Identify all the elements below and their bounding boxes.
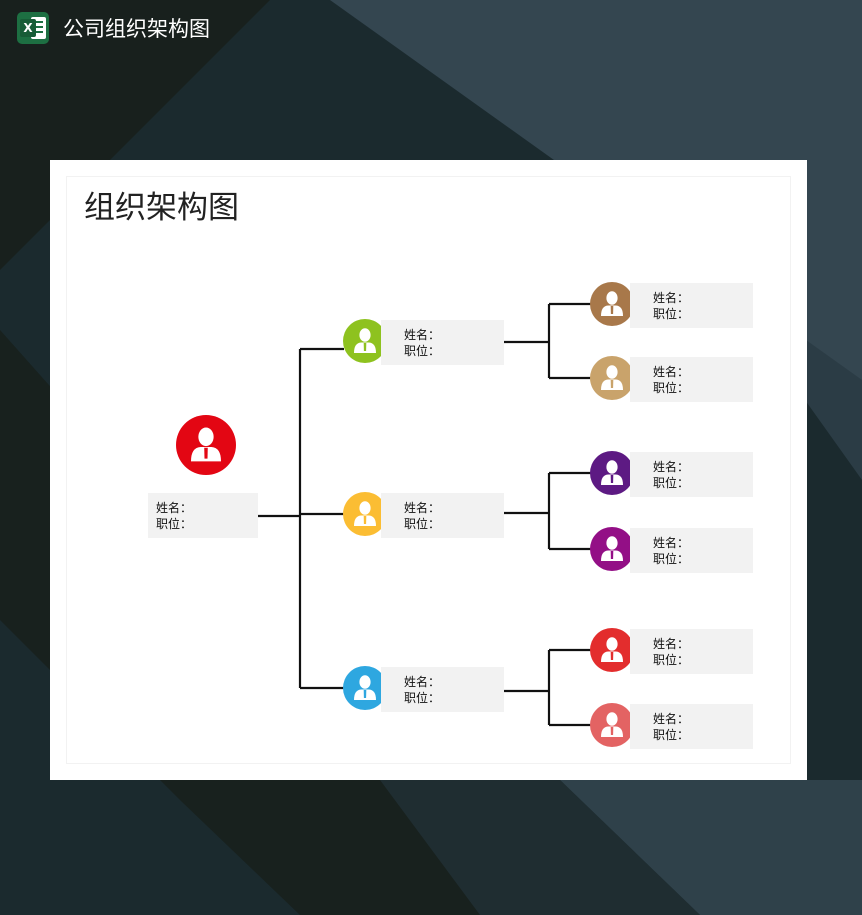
avatar-icon	[343, 666, 387, 710]
staff-info-box: 姓名：职位：	[630, 528, 753, 573]
root-info-box: 姓名：职位：	[148, 493, 258, 538]
title-label: 职位：	[404, 690, 441, 705]
excel-icon: X	[17, 12, 49, 44]
staff-info-box: 姓名：职位：	[630, 704, 753, 749]
avatar-icon	[343, 319, 387, 363]
name-label: 姓名：	[653, 290, 690, 305]
staff-info-box: 姓名：职位：	[630, 629, 753, 674]
app-header: X 公司组织架构图	[0, 0, 862, 58]
title-label: 职位：	[653, 380, 690, 395]
manager-info-box: 姓名：职位：	[381, 493, 504, 538]
manager-info-box: 姓名：职位：	[381, 667, 504, 712]
name-label: 姓名：	[404, 500, 441, 515]
staff-info-box: 姓名：职位：	[630, 283, 753, 328]
avatar-icon	[590, 451, 634, 495]
avatar-icon	[343, 492, 387, 536]
avatar-icon	[590, 282, 634, 326]
avatar-icon	[590, 703, 634, 747]
staff-info-box: 姓名：职位：	[630, 357, 753, 402]
manager-info-box: 姓名：职位：	[381, 320, 504, 365]
title-label: 职位：	[653, 475, 690, 490]
chart-title: 组织架构图	[84, 190, 239, 226]
name-label: 姓名：	[404, 327, 441, 342]
name-label: 姓名：	[653, 364, 690, 379]
staff-info-box: 姓名：职位：	[630, 452, 753, 497]
name-label: 姓名：	[404, 674, 441, 689]
title-label: 职位：	[653, 551, 690, 566]
avatar-icon	[590, 527, 634, 571]
sheet-border	[66, 176, 791, 764]
name-label: 姓名：	[653, 535, 690, 550]
title-label: 职位：	[156, 516, 193, 531]
avatar-icon	[590, 628, 634, 672]
name-label: 姓名：	[653, 636, 690, 651]
avatar-icon	[590, 356, 634, 400]
avatar-icon	[176, 415, 236, 475]
title-label: 职位：	[404, 343, 441, 358]
title-label: 职位：	[653, 652, 690, 667]
name-label: 姓名：	[653, 459, 690, 474]
name-label: 姓名：	[653, 711, 690, 726]
name-label: 姓名：	[156, 500, 193, 515]
title-label: 职位：	[653, 306, 690, 321]
title-label: 职位：	[404, 516, 441, 531]
app-title: 公司组织架构图	[63, 17, 210, 41]
title-label: 职位：	[653, 727, 690, 742]
